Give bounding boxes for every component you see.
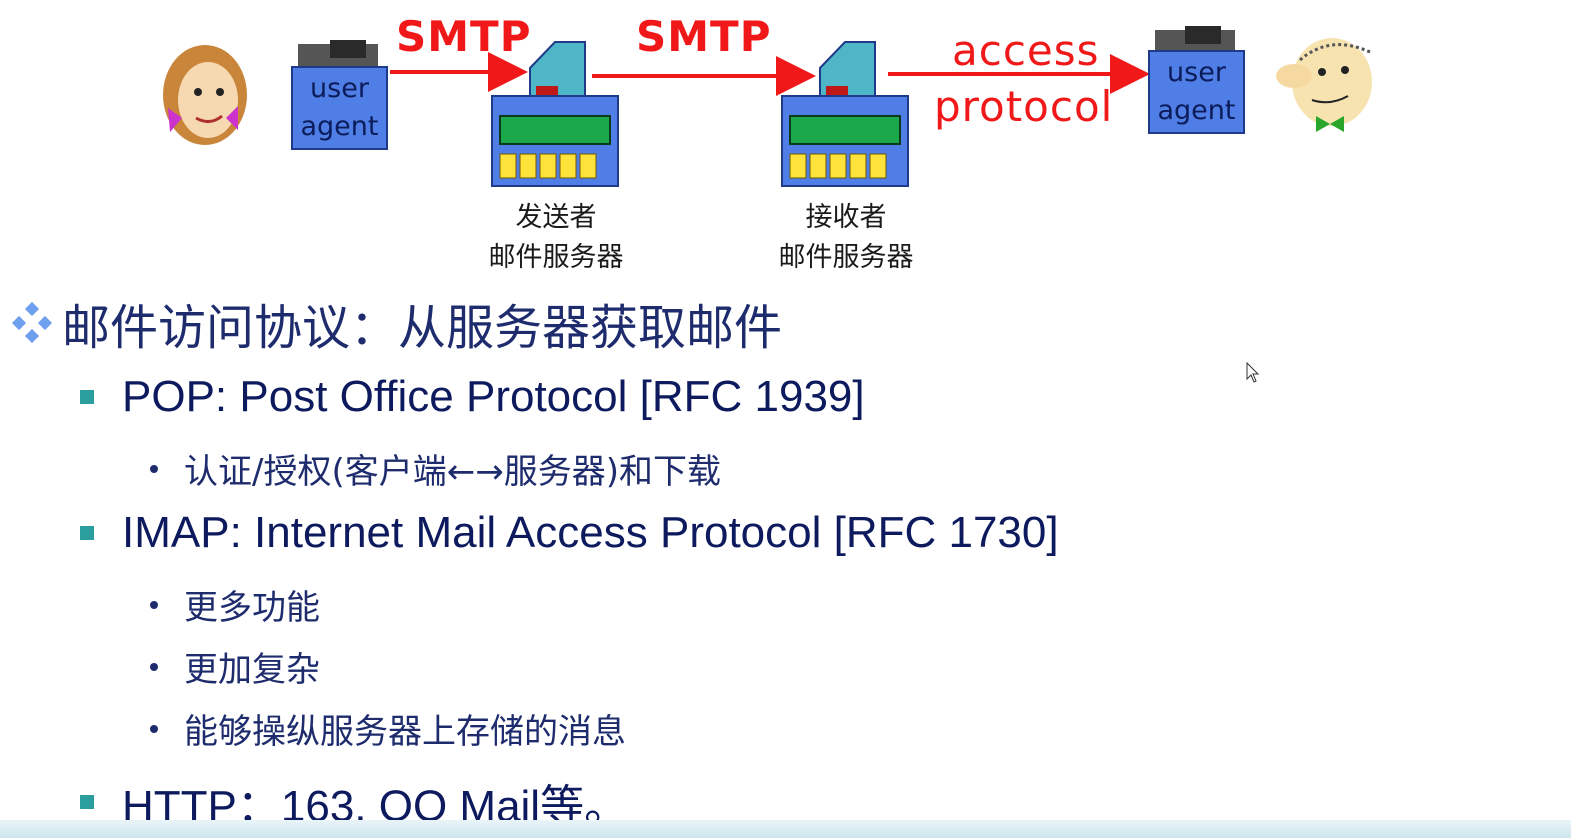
mail-server-icon-sender bbox=[491, 41, 619, 187]
list-item-imap: IMAP: Internet Mail Access Protocol [RFC… bbox=[80, 508, 1059, 558]
dot-bullet-icon bbox=[150, 600, 158, 609]
sub-item-text: 认证/授权(客户端←→服务器)和下载 bbox=[184, 452, 721, 492]
square-bullet-icon bbox=[80, 795, 94, 809]
mail-access-diagram: SMTP SMTP access protocol user agent use… bbox=[0, 0, 1571, 280]
user-agent-line1: user bbox=[1167, 57, 1226, 88]
protocol-label: protocol bbox=[934, 82, 1114, 131]
receiver-person-icon bbox=[1276, 38, 1372, 132]
heading-text: 邮件访问协议：从服务器获取邮件 bbox=[62, 300, 783, 356]
user-agent-line2: agent bbox=[300, 111, 379, 142]
list-item-pop: POP: Post Office Protocol [RFC 1939] bbox=[80, 372, 865, 422]
sub-item: 能够操纵服务器上存储的消息 bbox=[150, 704, 626, 753]
smtp-label-1: SMTP bbox=[396, 12, 532, 61]
user-agent-line1: user bbox=[310, 73, 369, 104]
dot-bullet-icon bbox=[150, 724, 158, 733]
computer-icon-left bbox=[298, 40, 378, 68]
square-bullet-icon bbox=[80, 526, 94, 540]
slide-heading: 邮件访问协议：从服务器获取邮件 bbox=[10, 288, 782, 358]
caption-line1: 发送者 bbox=[515, 202, 597, 233]
user-agent-line2: agent bbox=[1157, 95, 1236, 126]
sender-person-icon bbox=[163, 45, 247, 145]
receiver-server-caption: 接收者 邮件服务器 bbox=[731, 198, 961, 278]
caption-line1: 接收者 bbox=[805, 202, 887, 233]
square-bullet-icon bbox=[80, 390, 94, 404]
mail-server-icon-receiver bbox=[781, 41, 909, 187]
mouse-cursor-icon bbox=[1246, 362, 1260, 383]
sub-item-text: 更多功能 bbox=[184, 588, 320, 628]
sub-item: 认证/授权(客户端←→服务器)和下载 bbox=[150, 444, 721, 493]
bottom-border-strip bbox=[0, 820, 1571, 838]
sub-item-text: 更加复杂 bbox=[184, 650, 320, 690]
dot-bullet-icon bbox=[150, 662, 158, 671]
user-agent-sender: user agent bbox=[291, 66, 388, 150]
sub-item: 更加复杂 bbox=[150, 642, 320, 691]
caption-line2: 邮件服务器 bbox=[488, 242, 624, 273]
user-agent-receiver: user agent bbox=[1148, 50, 1245, 134]
sub-item-text: 能够操纵服务器上存储的消息 bbox=[184, 712, 626, 752]
list-item-text: IMAP: Internet Mail Access Protocol [RFC… bbox=[122, 508, 1059, 557]
caption-line2: 邮件服务器 bbox=[778, 242, 914, 273]
dot-bullet-icon bbox=[150, 464, 158, 473]
smtp-label-2: SMTP bbox=[636, 12, 772, 61]
diamond-bullet-icon bbox=[11, 301, 53, 344]
diagram-graphics bbox=[163, 26, 1372, 187]
sender-server-caption: 发送者 邮件服务器 bbox=[441, 198, 671, 278]
sub-item: 更多功能 bbox=[150, 580, 320, 629]
list-item-text: POP: Post Office Protocol [RFC 1939] bbox=[122, 372, 865, 421]
access-label: access bbox=[952, 26, 1100, 75]
